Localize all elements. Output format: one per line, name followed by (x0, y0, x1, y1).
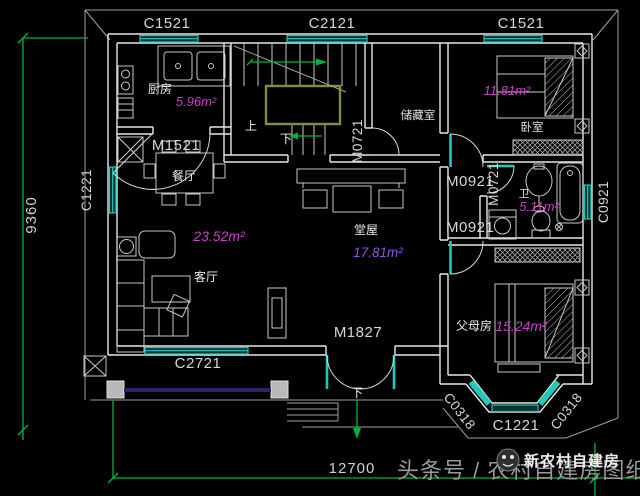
sofa (116, 259, 145, 331)
coffee-table (151, 275, 191, 303)
door-parents (449, 240, 484, 275)
floor-drain (555, 223, 563, 231)
labels-rooms: 厨房 5.96m² 餐厅 23.52m² 客厅 堂屋 17.81m² 储藏室 1… (148, 81, 559, 400)
window-label-bay-center: C1221 (493, 417, 540, 434)
interior-walls (117, 43, 583, 355)
dining-table (155, 152, 214, 194)
window-label-left: C1221 (79, 169, 94, 211)
entry-down-arrow (353, 428, 361, 439)
armchair (138, 230, 176, 259)
room-label-bath: 卫 (519, 188, 530, 200)
porch (83, 355, 339, 422)
room-label-kitchen: 厨房 (148, 81, 172, 96)
dimension-height: 9360 (23, 196, 40, 233)
door-label-kitchen: M1521 (152, 137, 200, 154)
furniture-bedroom (496, 43, 590, 156)
window-label-top-left: C1521 (144, 15, 191, 32)
entry-direction (353, 400, 361, 439)
window-bay-center (491, 404, 539, 413)
room-label-dining: 餐厅 (172, 168, 196, 183)
porch-column (270, 380, 289, 399)
stove (117, 65, 134, 95)
furniture-bath (488, 162, 584, 240)
eave-outline (84, 9, 619, 439)
furniture-dining (117, 136, 226, 206)
porch-steps (287, 402, 339, 422)
window-label-top-right: C1521 (498, 15, 545, 32)
sink (525, 165, 553, 197)
exterior-walls (107, 33, 593, 413)
door-bath (486, 164, 515, 194)
room-label-storage: 储藏室 (401, 108, 436, 122)
door-label-corridor: M0921 (446, 173, 494, 190)
stair-down-arrow (289, 132, 298, 140)
door-label-bath: M0721 (486, 162, 501, 206)
entry-down-label: 下 (351, 386, 363, 400)
room-label-bedroom: 卧室 (521, 120, 544, 134)
dimension-width: 12700 (329, 460, 376, 477)
stair-up-arrow (316, 58, 327, 66)
door-entry (325, 354, 396, 390)
watermark-logo-text: 新农村自建房 (524, 452, 620, 470)
door-label-entry: M1827 (334, 324, 382, 341)
washing-machine (488, 209, 517, 240)
toilet (531, 210, 551, 232)
door-label-storage: M0721 (350, 119, 365, 163)
room-label-parents: 父母房 (456, 318, 492, 333)
porch-column (106, 380, 125, 399)
doors (112, 127, 515, 390)
wardrobe (512, 139, 584, 156)
furniture-kitchen (117, 45, 231, 119)
watermark-logo-icon (496, 448, 520, 472)
dimension-lines (17, 32, 640, 496)
bathtub (556, 162, 584, 224)
labels-codes: C1521 C2121 C1521 C1221 C0921 C2721 C031… (79, 15, 611, 434)
door-corridor (449, 133, 484, 168)
door-kitchen (112, 132, 211, 190)
watermark: 头条号 / 农村自建房图纸 新农村自建房 (397, 448, 640, 483)
door-label-parents: M0921 (446, 219, 494, 236)
area-label-hall: 17.81m² (353, 245, 403, 260)
room-label-hall: 堂屋 (354, 223, 378, 237)
window-label-top-middle: C2121 (309, 15, 356, 32)
corner-column (83, 355, 107, 377)
tv-cabinet (267, 287, 287, 339)
wardrobe (494, 247, 581, 263)
stair-down-label: 下 (280, 132, 292, 146)
area-label-bath: 5.11m² (519, 199, 559, 214)
area-label-dining-living: 23.52m² (192, 228, 246, 244)
furniture-parents (494, 247, 590, 373)
windows (108, 34, 592, 413)
area-label-bedroom: 11.81m² (484, 83, 531, 98)
window-label-bottom: C2721 (175, 355, 222, 372)
room-label-living: 客厅 (194, 269, 218, 284)
window-label-right: C0921 (596, 181, 611, 223)
altar-table (296, 168, 406, 184)
furniture-hall (296, 168, 406, 213)
window-bay-left (468, 380, 492, 406)
furniture-living (116, 230, 287, 353)
stairs (233, 43, 357, 155)
area-label-parents: 15.24m² (495, 318, 548, 334)
labels-dimensions: 9360 12700 (23, 196, 376, 477)
door-storage (371, 127, 400, 156)
stair-up-label: 上 (245, 119, 257, 133)
area-label-kitchen: 5.96m² (176, 94, 217, 109)
window-bay-right (537, 380, 561, 406)
stair-landing (264, 84, 342, 126)
fridge (117, 136, 144, 163)
